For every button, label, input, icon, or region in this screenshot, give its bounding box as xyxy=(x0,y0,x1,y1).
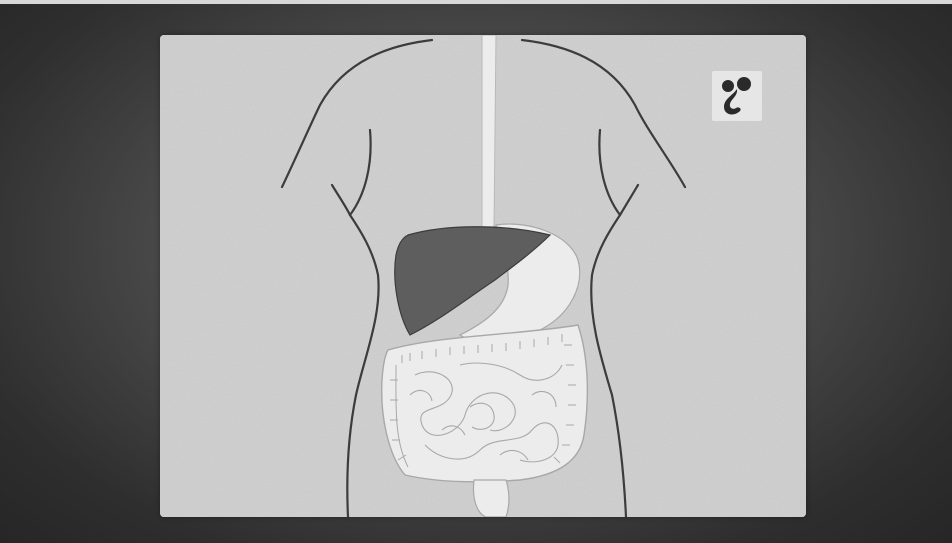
anatomy-illustration xyxy=(160,35,806,517)
rectum xyxy=(474,480,510,517)
esophagus xyxy=(482,35,496,230)
sprout-logo-icon xyxy=(712,71,762,121)
logo xyxy=(712,71,762,121)
top-strip xyxy=(0,0,952,4)
anatomy-slide xyxy=(160,35,806,517)
